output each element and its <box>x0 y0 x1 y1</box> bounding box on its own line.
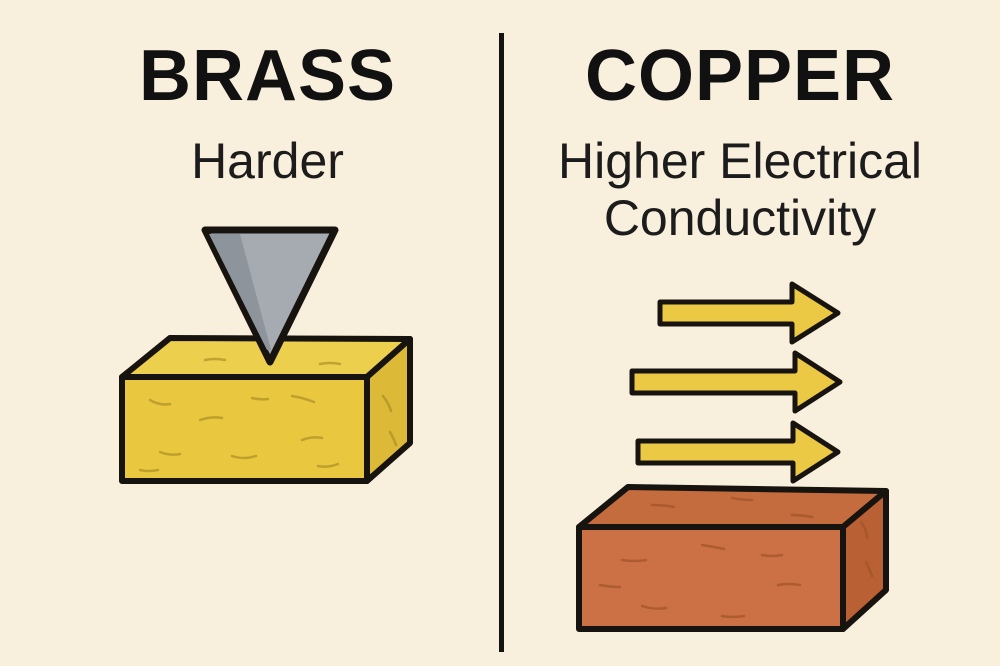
current-arrow-3 <box>635 420 841 484</box>
copper-column: COPPER Higher Electrical Conductivity <box>508 0 972 247</box>
copper-title: COPPER <box>584 36 896 116</box>
brass-texture <box>138 357 398 473</box>
copper-block-top-face <box>576 484 889 530</box>
current-arrow-1 <box>657 281 841 345</box>
copper-block <box>576 484 889 632</box>
copper-subtitle: Higher Electrical Conductivity <box>508 133 972 247</box>
indenter-shading <box>209 234 271 350</box>
brass-block-front-face <box>119 374 370 484</box>
brass-title: BRASS <box>138 36 397 116</box>
hardness-indenter-triangle-icon <box>201 226 339 366</box>
current-flow-arrows-icon <box>629 281 843 484</box>
copper-texture <box>598 496 874 619</box>
copper-subtitle-line2: Conductivity <box>603 190 877 246</box>
current-arrow-2 <box>629 350 843 414</box>
copper-block-front-face <box>576 524 846 632</box>
copper-subtitle-line1: Higher Electrical <box>557 133 922 189</box>
brass-column: BRASS Harder <box>35 0 500 190</box>
brass-subtitle: Harder <box>191 133 344 189</box>
